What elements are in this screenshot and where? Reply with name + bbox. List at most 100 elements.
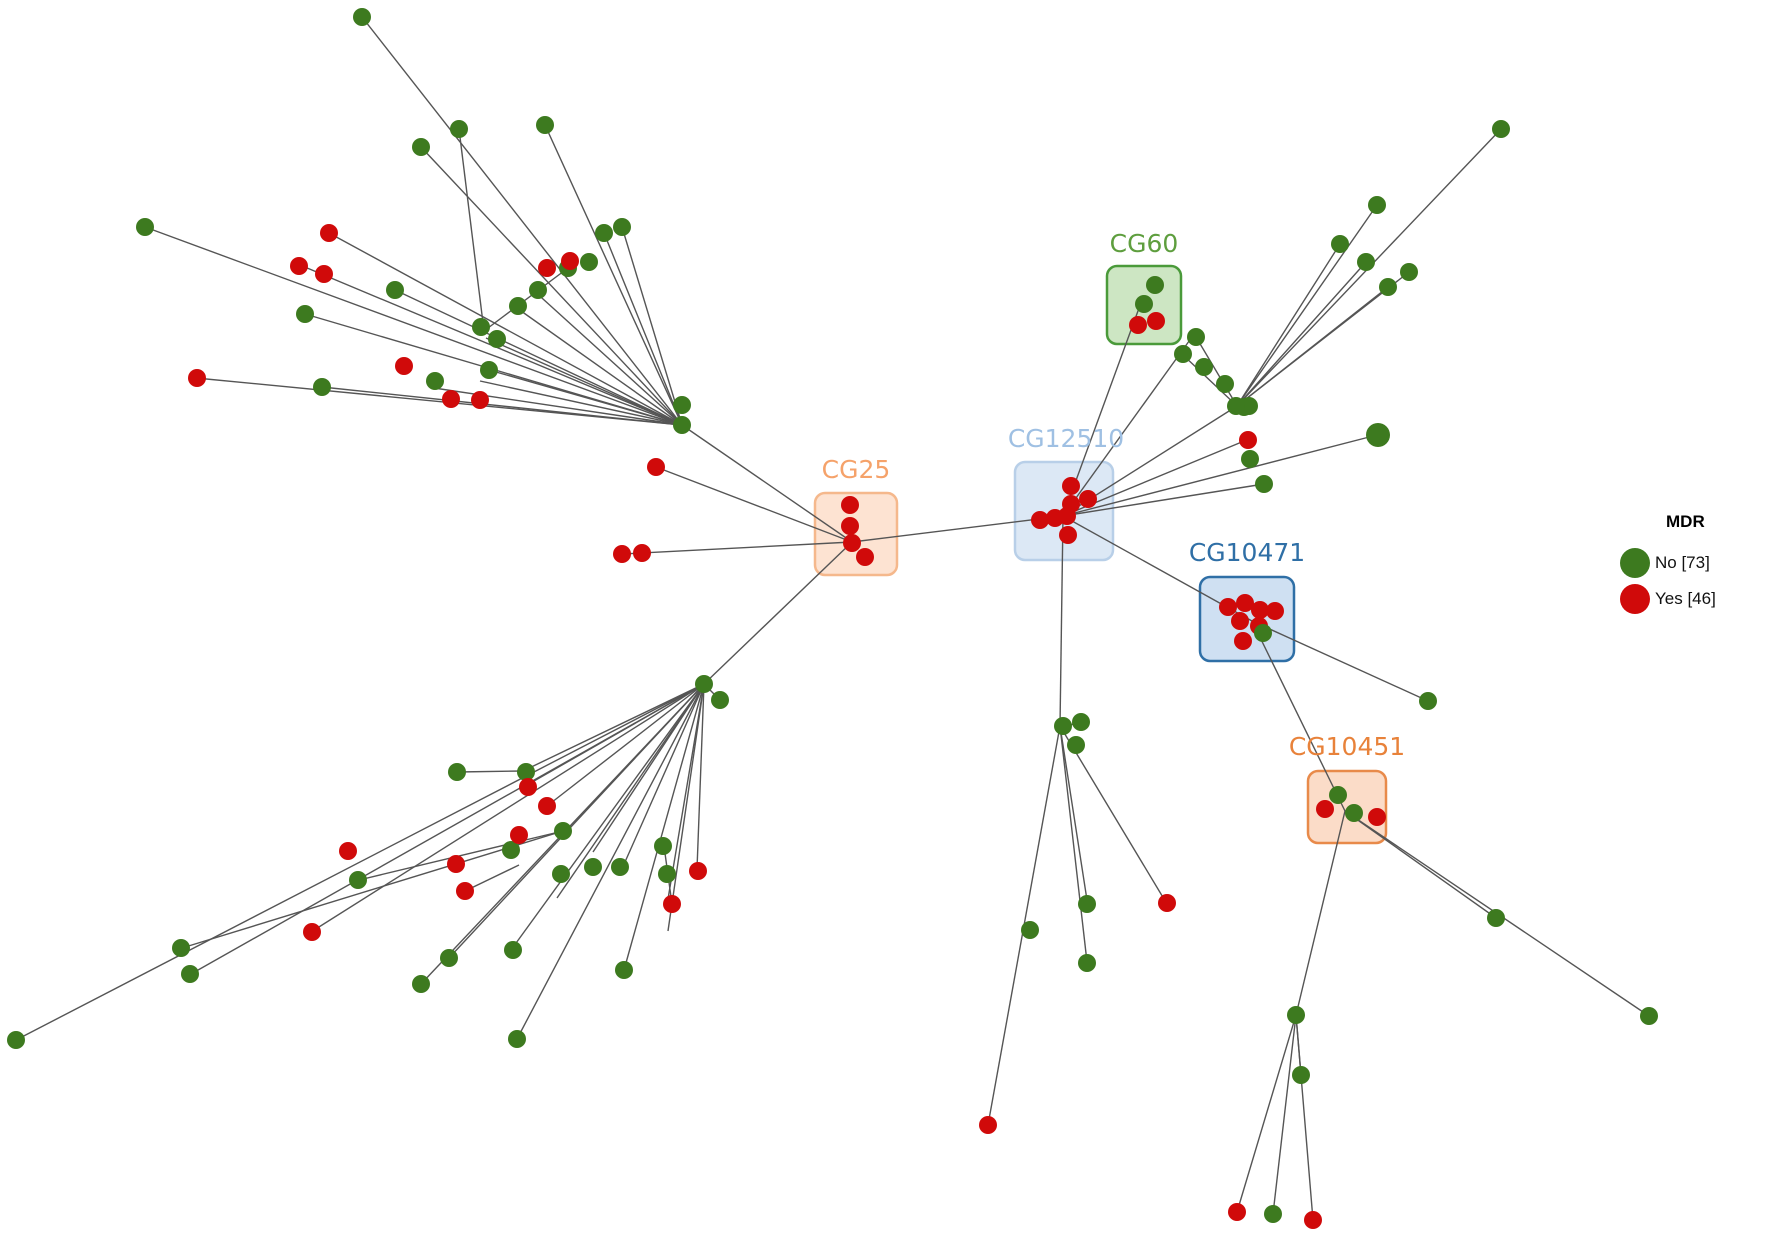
tree-edge [1059,515,1064,727]
legend-label-no: No [73] [1655,553,1710,572]
node-mdr-no [1492,120,1510,138]
tree-edge [321,386,683,426]
clonal-group-box-cg25 [813,491,899,577]
node-mdr-no [1331,235,1349,253]
node-mdr-no [349,871,367,889]
tree-edge [181,830,564,949]
clonal-group-label-cg25: CG25 [822,455,891,484]
node-mdr-no [615,961,633,979]
node-mdr-no [1240,397,1258,415]
tree-edge [420,146,683,426]
node-mdr-yes [1158,894,1176,912]
tree-edge [621,541,853,555]
node-mdr-yes [1062,477,1080,495]
node-mdr-yes [447,855,465,873]
node-mdr-yes [1251,601,1269,619]
tree-edge [546,683,705,807]
node-mdr-no [1368,196,1386,214]
node-mdr-no [673,396,691,414]
node-mdr-no [529,281,547,299]
node-mdr-no [1419,692,1437,710]
tree-edge [603,232,683,426]
node-mdr-no [1487,909,1505,927]
node-mdr-yes [1316,800,1334,818]
node-mdr-yes [1239,431,1257,449]
tree-edge [1059,725,1088,963]
tree-edge [667,683,705,932]
tree-edge [195,377,683,426]
node-mdr-no [426,372,444,390]
tree-edge [703,541,853,685]
node-mdr-no [502,841,520,859]
node-mdr-yes [1031,511,1049,529]
node-mdr-no [1021,921,1039,939]
legend-dot-no [1620,548,1650,578]
node-mdr-no [1241,450,1259,468]
tree-edge [681,424,853,543]
node-mdr-no [7,1031,25,1049]
node-mdr-no [517,763,535,781]
tree-edge [328,232,683,426]
node-mdr-yes [1234,632,1252,650]
node-mdr-no [654,837,672,855]
node-mdr-yes [290,257,308,275]
node-mdr-yes [1236,594,1254,612]
node-mdr-no [1216,375,1234,393]
tree-edge [433,387,683,426]
tree-edge [621,226,683,426]
legend-label-yes: Yes [46] [1655,589,1716,608]
node-mdr-no [695,675,713,693]
tree-edge [1195,336,1238,407]
node-mdr-no [448,763,466,781]
node-mdr-no [353,8,371,26]
node-mdr-no [1345,804,1363,822]
node-mdr-yes [1079,490,1097,508]
node-mdr-yes [613,545,631,563]
legend-title: MDR [1666,512,1705,531]
legend-dot-yes [1620,584,1650,614]
node-mdr-yes [1147,312,1165,330]
node-mdr-no [1174,345,1192,363]
tree-edge [488,369,683,426]
node-mdr-no [509,297,527,315]
node-mdr-no [1255,475,1273,493]
node-mdr-yes [471,391,489,409]
node-mdr-no [488,330,506,348]
tree-edge [1251,620,1346,812]
node-mdr-yes [519,778,537,796]
node-mdr-no [508,1030,526,1048]
node-mdr-yes [456,882,474,900]
tree-edge [696,683,705,870]
tree-edge [1251,620,1429,702]
node-mdr-no [181,965,199,983]
node-mdr-yes [538,797,556,815]
node-mdr-no [1146,276,1164,294]
node-mdr-yes [841,496,859,514]
tree-edge [1181,353,1238,407]
tree-edge [620,683,705,872]
tree-edge [1236,286,1389,407]
tree-edge [1059,725,1088,901]
tree-edge [1236,261,1367,407]
node-mdr-yes [1059,526,1077,544]
node-mdr-no [554,822,572,840]
node-mdr-no [136,218,154,236]
clonal-group-label-cg12510: CG12510 [1008,424,1124,453]
node-mdr-no [1187,328,1205,346]
node-mdr-yes [442,390,460,408]
tree-edge [522,683,705,772]
tree-edge [310,683,705,933]
tree-edge [1059,725,1168,905]
node-mdr-no [1292,1066,1310,1084]
node-mdr-yes [320,224,338,242]
node-mdr-no [584,858,602,876]
node-mdr-yes [689,862,707,880]
clonal-group-label-cg10471: CG10471 [1189,538,1305,567]
node-mdr-no [1287,1006,1305,1024]
tree-edge [592,683,705,853]
node-mdr-no [1067,736,1085,754]
node-mdr-yes [1129,316,1147,334]
legend-item-no: No [73] [1620,546,1710,580]
node-mdr-no [1254,624,1272,642]
